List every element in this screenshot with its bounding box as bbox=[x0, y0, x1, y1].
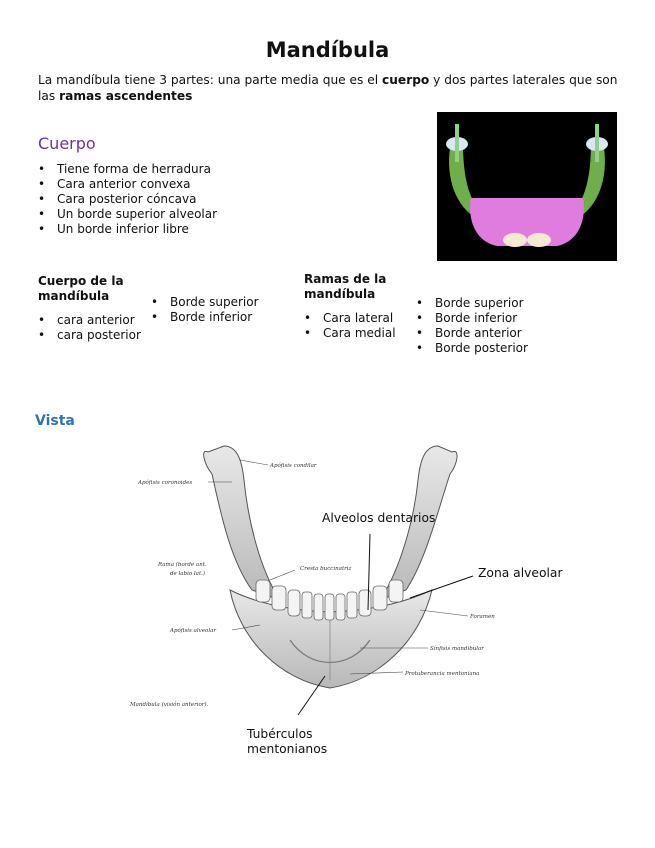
list-item: Borde superior bbox=[151, 295, 259, 310]
intro-text-1: La mandíbula tiene 3 partes: una parte m… bbox=[38, 73, 383, 87]
mandible-anatomy-illustration: Apófisis condilar Apófisis coronoides Ra… bbox=[129, 445, 495, 716]
heading-line: mandíbula bbox=[38, 289, 110, 303]
list-item: Borde inferior bbox=[416, 311, 528, 326]
label-foramen: Foramen bbox=[469, 614, 495, 620]
label-apofisis-alveolar: Apófisis alveolar bbox=[169, 627, 216, 634]
cuerpo-mandibula-heading: Cuerpo de la mandíbula bbox=[38, 274, 124, 304]
label-rama-2: de labio lat.) bbox=[170, 570, 205, 577]
list-item: Tiene forma de herradura bbox=[38, 162, 217, 177]
list-item: Borde anterior bbox=[416, 326, 528, 341]
callout-line: mentonianos bbox=[247, 742, 328, 756]
cuerpo-caras-list: cara anterior cara posterior bbox=[38, 313, 141, 343]
mandible-3d-drawing bbox=[446, 124, 608, 247]
intro-paragraph: La mandíbula tiene 3 partes: una parte m… bbox=[38, 72, 623, 104]
callout-alveolos: Alveolos dentarios bbox=[322, 511, 436, 525]
callout-zona-alveolar: Zona alveolar bbox=[478, 566, 563, 580]
label-cresta: Cresta buccinatriz bbox=[300, 566, 352, 572]
list-item: Borde posterior bbox=[416, 341, 528, 356]
cuerpo-bullet-list: Tiene forma de herradura Cara anterior c… bbox=[38, 162, 217, 237]
ramas-mandibula-heading: Ramas de la mandíbula bbox=[304, 272, 386, 302]
cuerpo-heading: Cuerpo bbox=[38, 134, 96, 153]
list-item: Borde inferior bbox=[151, 310, 259, 325]
page-title: Mandíbula bbox=[265, 38, 390, 62]
callout-tuberculos: Tubérculos mentonianos bbox=[247, 727, 327, 757]
cuerpo-bordes-list: Borde superior Borde inferior bbox=[151, 295, 259, 325]
label-rama-1: Rama (borde ant. bbox=[157, 561, 207, 568]
list-item: Un borde inferior libre bbox=[38, 222, 217, 237]
ramas-bordes-list: Borde superior Borde inferior Borde ante… bbox=[416, 296, 528, 356]
list-item: Borde superior bbox=[416, 296, 528, 311]
intro-text-2: y dos partes laterales que son las bbox=[38, 73, 618, 103]
label-apofisis-coronoides: Apófisis coronoides bbox=[137, 479, 192, 486]
intro-bold-ramas: ramas ascendentes bbox=[59, 89, 193, 103]
label-caption: Mandíbula (visión anterior). bbox=[129, 701, 209, 708]
intro-bold-cuerpo: cuerpo bbox=[382, 73, 430, 87]
list-item: Cara anterior convexa bbox=[38, 177, 217, 192]
list-item: cara anterior bbox=[38, 313, 141, 328]
heading-line: Ramas de la bbox=[304, 272, 387, 286]
heading-line: Cuerpo de la bbox=[38, 274, 124, 288]
list-item: cara posterior bbox=[38, 328, 141, 343]
mandible-3d-image bbox=[437, 112, 617, 261]
vista-heading: Vista bbox=[35, 413, 75, 429]
list-item: Un borde superior alveolar bbox=[38, 207, 217, 222]
list-item: Cara lateral bbox=[304, 311, 396, 326]
heading-line: mandíbula bbox=[304, 287, 376, 301]
callout-line: Tubérculos bbox=[247, 727, 313, 741]
label-apofisis-condilar: Apófisis condilar bbox=[269, 462, 317, 469]
list-item: Cara medial bbox=[304, 326, 396, 341]
label-sinfisis: Sínfisis mandibular bbox=[430, 645, 484, 652]
ramas-caras-list: Cara lateral Cara medial bbox=[304, 311, 396, 341]
label-protuberancia: Protuberancia mentoniana bbox=[404, 671, 479, 677]
list-item: Cara posterior cóncava bbox=[38, 192, 217, 207]
